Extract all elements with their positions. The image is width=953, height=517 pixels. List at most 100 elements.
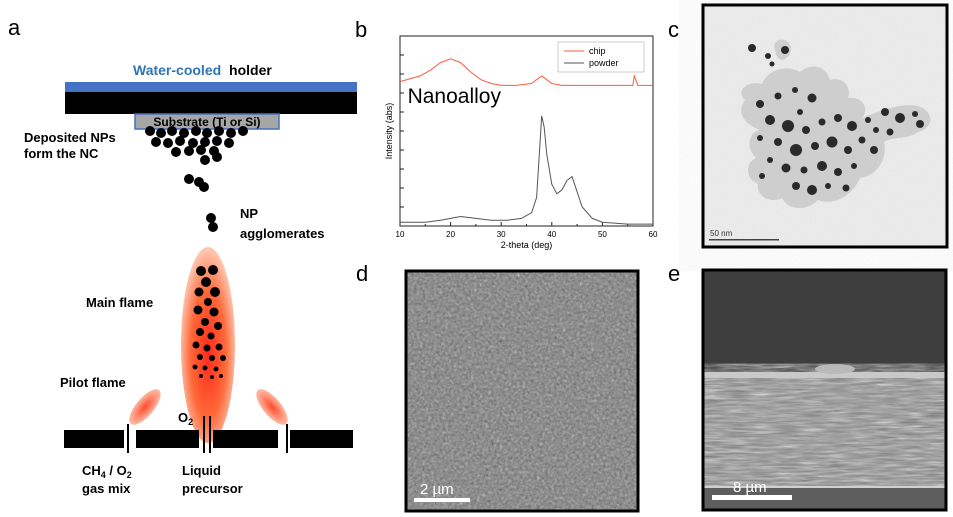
flame-particle [201,318,209,326]
nanoparticle-cluster [741,39,931,209]
nanoparticle [184,174,194,184]
tem-nanoparticle [834,168,842,176]
deposited-label-line2: form the NC [24,146,99,161]
holder-label-prefix: Water-cooled [133,62,221,78]
tem-nanoparticle [756,100,764,108]
nanoparticle [184,146,194,156]
e-scale-label: 8 µm [733,479,767,496]
d-frame [404,269,640,513]
tem-nanoparticle [817,161,827,171]
x-tick-label: 60 [649,230,658,239]
deposited-label-line1: Deposited NPs [24,130,116,145]
tem-nanoparticle [792,87,798,93]
tem-nanoparticle [790,144,802,156]
flame-particles [192,265,226,379]
pilot-flame-left [129,389,161,425]
flame-particle [210,287,220,297]
x-tick-label: 10 [396,230,405,239]
series-lines [399,58,653,225]
deposited-nanoparticles [145,126,248,232]
holder-block [65,92,357,114]
flame-particle [213,366,219,372]
flame-particle [207,332,215,340]
nanoparticle [151,137,161,147]
nanoparticle [200,137,210,147]
tem-nanoparticle [873,127,879,133]
gas-mix-label-line2: gas mix [82,481,131,496]
liquid-label-line1: Liquid [182,463,221,478]
tem-nanoparticle [886,128,894,136]
x-tick-label: 20 [446,230,455,239]
flame-particle [214,322,222,330]
nanoparticle [206,213,216,223]
tem-nanoparticle [767,157,773,163]
legend-box [557,41,645,73]
tem-nanoparticle [895,113,905,123]
tem-nanoparticle [811,142,819,150]
flame-particle [209,355,215,361]
tem-nanoparticle [858,136,866,144]
nanoparticle [191,126,201,136]
tem-nanoparticle [757,135,763,141]
tem-nanoparticle [774,92,782,100]
flame-particle [192,341,200,349]
tem-nanoparticle [759,173,765,179]
tem-nanoparticle [797,109,803,115]
nanoparticle [212,152,222,162]
main-flame-label: Main flame [86,295,153,310]
axis-ticks [399,54,654,226]
holder-label: Water-cooled holder [133,62,272,78]
series-line-powder [400,115,653,225]
tem-nanoparticle [792,182,800,190]
gas-mix-label-line1: CH4 / O2 [82,463,132,480]
tem-nanoparticle [802,126,810,134]
flame-particle [192,364,198,370]
nanoparticle [200,155,210,165]
nanoparticle [224,138,234,148]
x-tick-label: 50 [598,230,607,239]
y-axis-label: Intensity (abs) [384,103,394,160]
nanoparticle [175,136,185,146]
nanoparticle [202,128,212,138]
tem-nanoparticle [765,115,775,125]
tem-nanoparticle [748,44,756,52]
o2-label: O2 [178,410,193,427]
tem-nanoparticle [769,61,775,67]
tem-nanoparticle [825,183,831,189]
flame-particle [196,328,204,336]
legend-entry-powder: powder [589,58,619,68]
e-frame [701,268,948,512]
c-scale-label: 50 nm [710,229,733,238]
tem-nanoparticle [851,163,857,169]
np-label-line1: NP [240,206,258,221]
flame-particle [204,298,212,306]
nanoalloy-annotation: Nanoalloy [408,85,502,108]
nanoparticle [156,128,166,138]
nanoparticle [196,145,206,155]
e-scale-bar [712,495,792,500]
nanoparticle [188,138,198,148]
nanoparticle [212,136,222,146]
pilot-flame-label: Pilot flame [60,375,126,390]
tem-nanoparticle [826,136,838,148]
flame-particle [201,277,211,287]
cluster-support [741,66,931,209]
pilot-flame-right [256,389,288,425]
tem-micrograph: 50 nm [701,3,949,249]
tem-nanoparticle [844,146,852,154]
tem-nanoparticle [870,146,878,154]
nanoparticle [238,126,248,136]
flame-particle [194,287,204,297]
flame-particle [215,343,223,351]
nanoparticle [163,138,173,148]
tem-nanoparticle [782,120,794,132]
panel-label-e: e [668,261,680,286]
flame-particle [208,265,218,275]
nanoparticle [208,222,218,232]
substrate-label: Substrate (Ti or Si) [153,115,260,129]
tem-nanoparticle [781,163,791,173]
tem-nanoparticle [881,108,889,116]
